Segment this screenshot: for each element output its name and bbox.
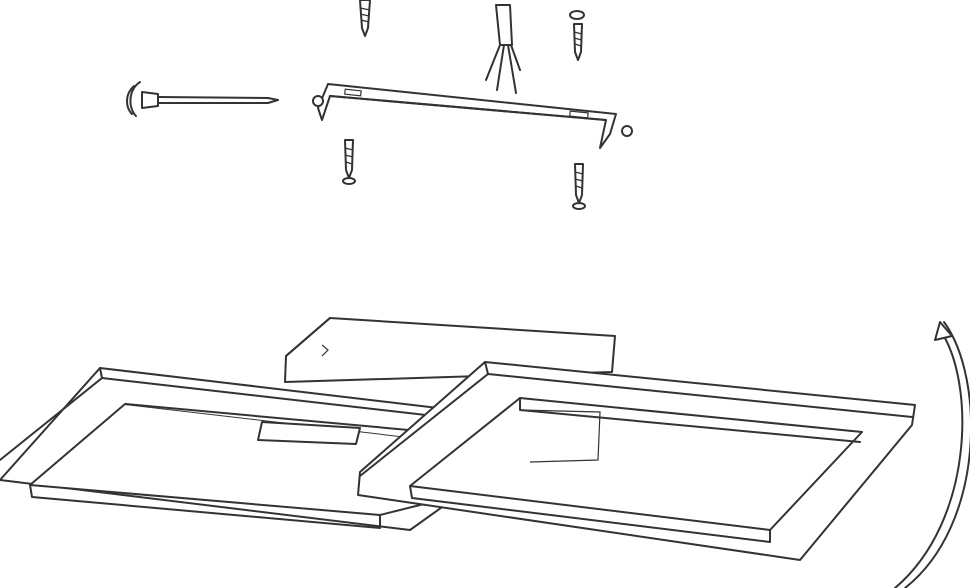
mounting-bracket-icon [312,83,633,149]
lamp-frame-right [357,361,916,561]
rotation-arrow-icon [894,321,970,588]
screw-icon [359,0,371,37]
screw-icon [573,23,583,61]
mains-wires-icon [485,4,521,94]
washer-icon [569,10,585,20]
wall-anchor-icon [126,81,279,117]
screw-icon [572,163,586,210]
screw-icon [342,139,356,185]
